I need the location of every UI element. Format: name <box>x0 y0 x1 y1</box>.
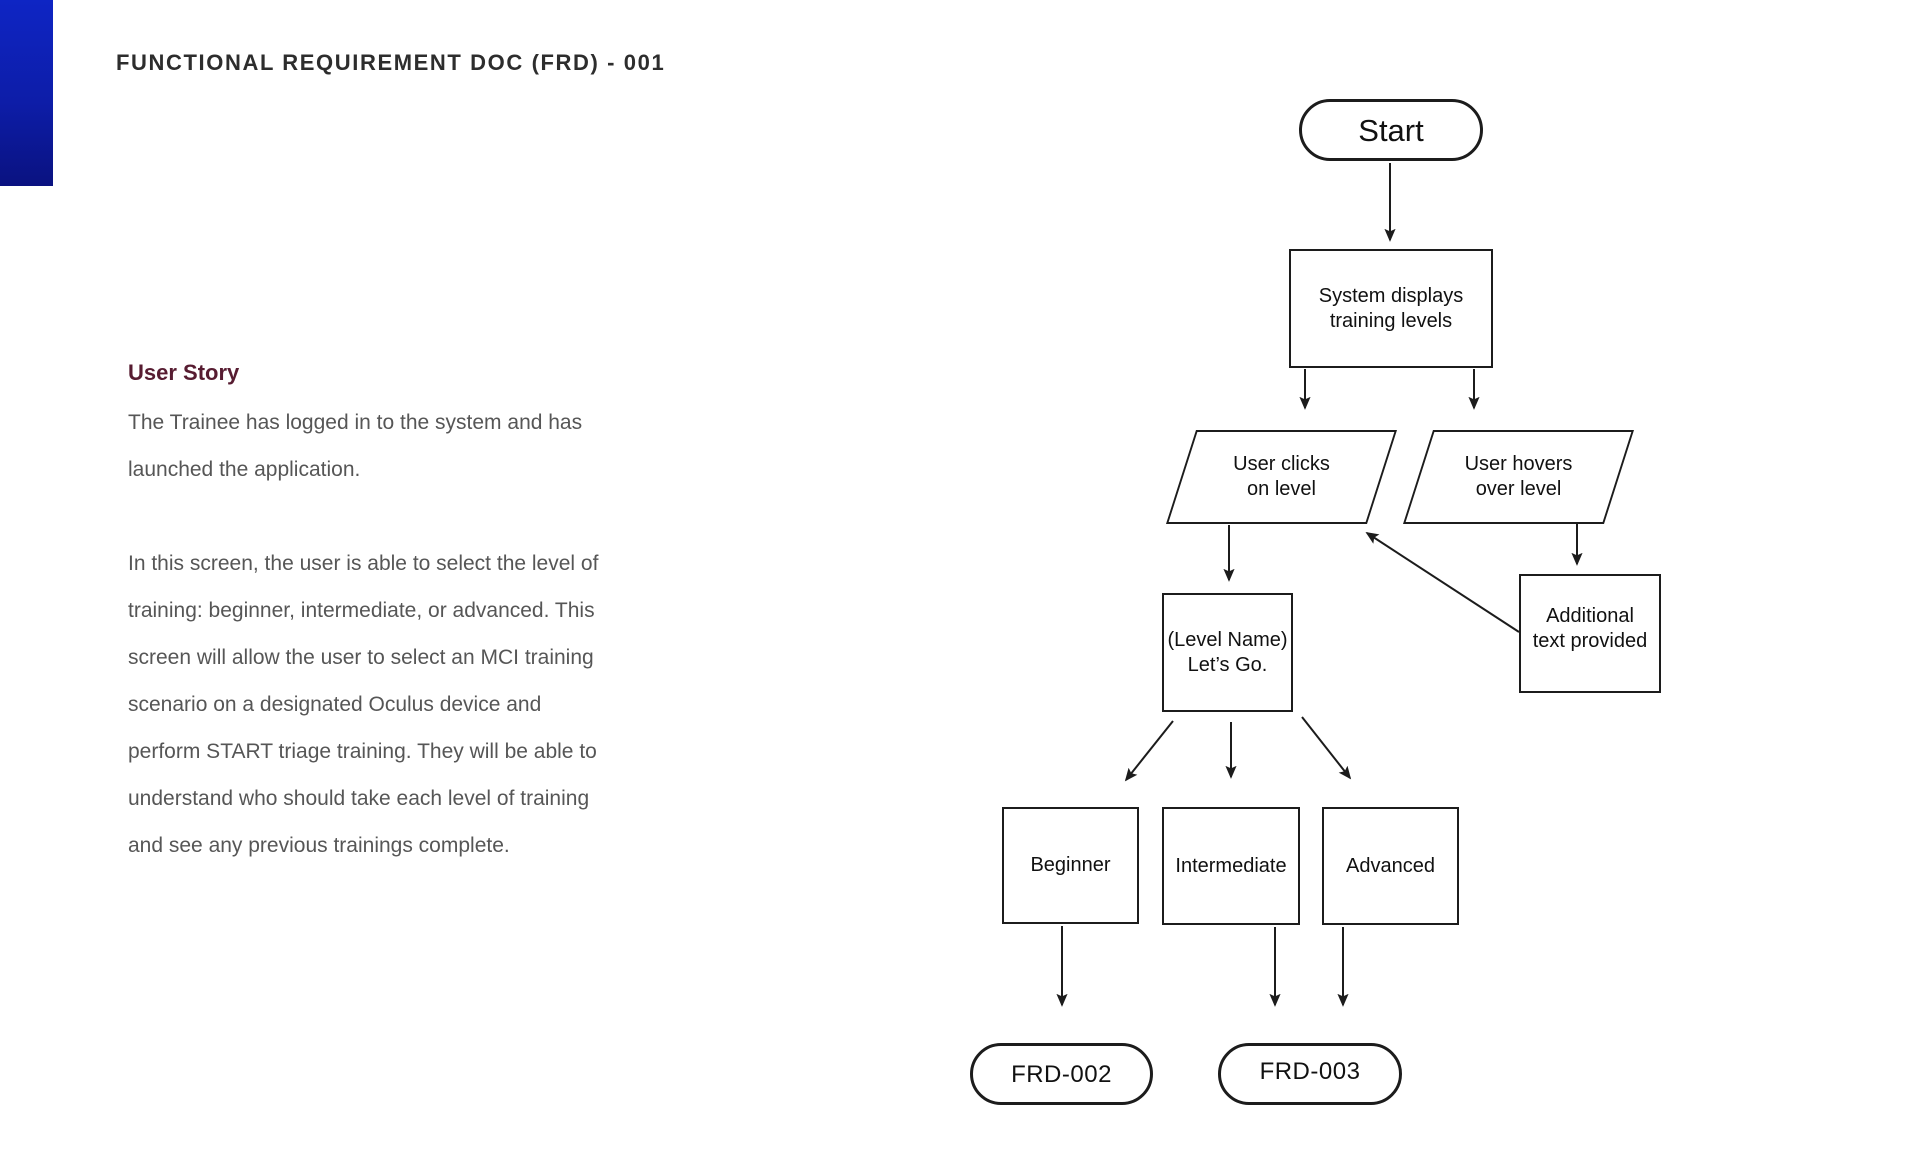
level-name-rect-shape <box>1162 593 1293 712</box>
user-story-paragraph-2: In this screen, the user is able to sele… <box>128 552 599 857</box>
node-level-name: (Level Name) Let’s Go. <box>1162 593 1293 712</box>
node-advanced-label: Advanced <box>1346 854 1435 877</box>
intermediate-rect-shape <box>1162 807 1300 925</box>
beginner-rect-shape <box>1002 807 1139 924</box>
node-beginner-label: Beginner <box>1030 854 1111 876</box>
node-user-hovers-label: User hovers over level <box>1464 453 1573 500</box>
brand-accent-bar <box>0 0 53 186</box>
node-user-hovers: User hovers over level <box>1403 430 1634 524</box>
node-additional-text: Additional text provided <box>1519 574 1661 693</box>
node-intermediate-label: Intermediate <box>1175 854 1287 877</box>
node-system-displays-label: System displays training levels <box>1318 284 1464 332</box>
node-user-clicks-label: User clicks on level <box>1233 453 1330 500</box>
additional-text-rect-shape <box>1519 574 1661 693</box>
system-displays-rect-shape <box>1289 249 1493 368</box>
node-additional-text-label: Additional text provided <box>1532 604 1648 652</box>
arrow-levelname-to-advanced <box>1301 716 1352 780</box>
node-start: Start <box>1299 99 1483 161</box>
node-frd-003: FRD-003 <box>1218 1043 1402 1105</box>
node-level-name-label: (Level Name) Let’s Go. <box>1167 628 1288 676</box>
arrow-additional-to-clicks <box>1365 532 1520 633</box>
node-system-displays: System displays training levels <box>1289 249 1493 368</box>
node-frd-002: FRD-002 <box>970 1043 1153 1105</box>
node-frd-003-label: FRD-003 <box>1259 1057 1361 1085</box>
arrow-levelname-to-beginner <box>1124 720 1174 782</box>
node-advanced: Advanced <box>1322 807 1459 925</box>
node-beginner: Beginner <box>1002 807 1139 924</box>
user-story-paragraph-1: The Trainee has logged in to the system … <box>128 411 583 481</box>
frd-002-terminator-shape <box>970 1043 1153 1105</box>
advanced-rect-shape <box>1322 807 1459 925</box>
node-user-clicks: User clicks on level <box>1166 430 1397 524</box>
frd-003-terminator-shape <box>1218 1043 1402 1105</box>
start-terminator-shape <box>1299 99 1483 161</box>
node-start-label: Start <box>1358 112 1424 148</box>
node-frd-002-label: FRD-002 <box>1011 1060 1112 1088</box>
page-title: FUNCTIONAL REQUIREMENT DOC (FRD) - 001 <box>116 50 666 75</box>
node-intermediate: Intermediate <box>1162 807 1300 925</box>
user-story-heading: User Story <box>128 360 240 385</box>
